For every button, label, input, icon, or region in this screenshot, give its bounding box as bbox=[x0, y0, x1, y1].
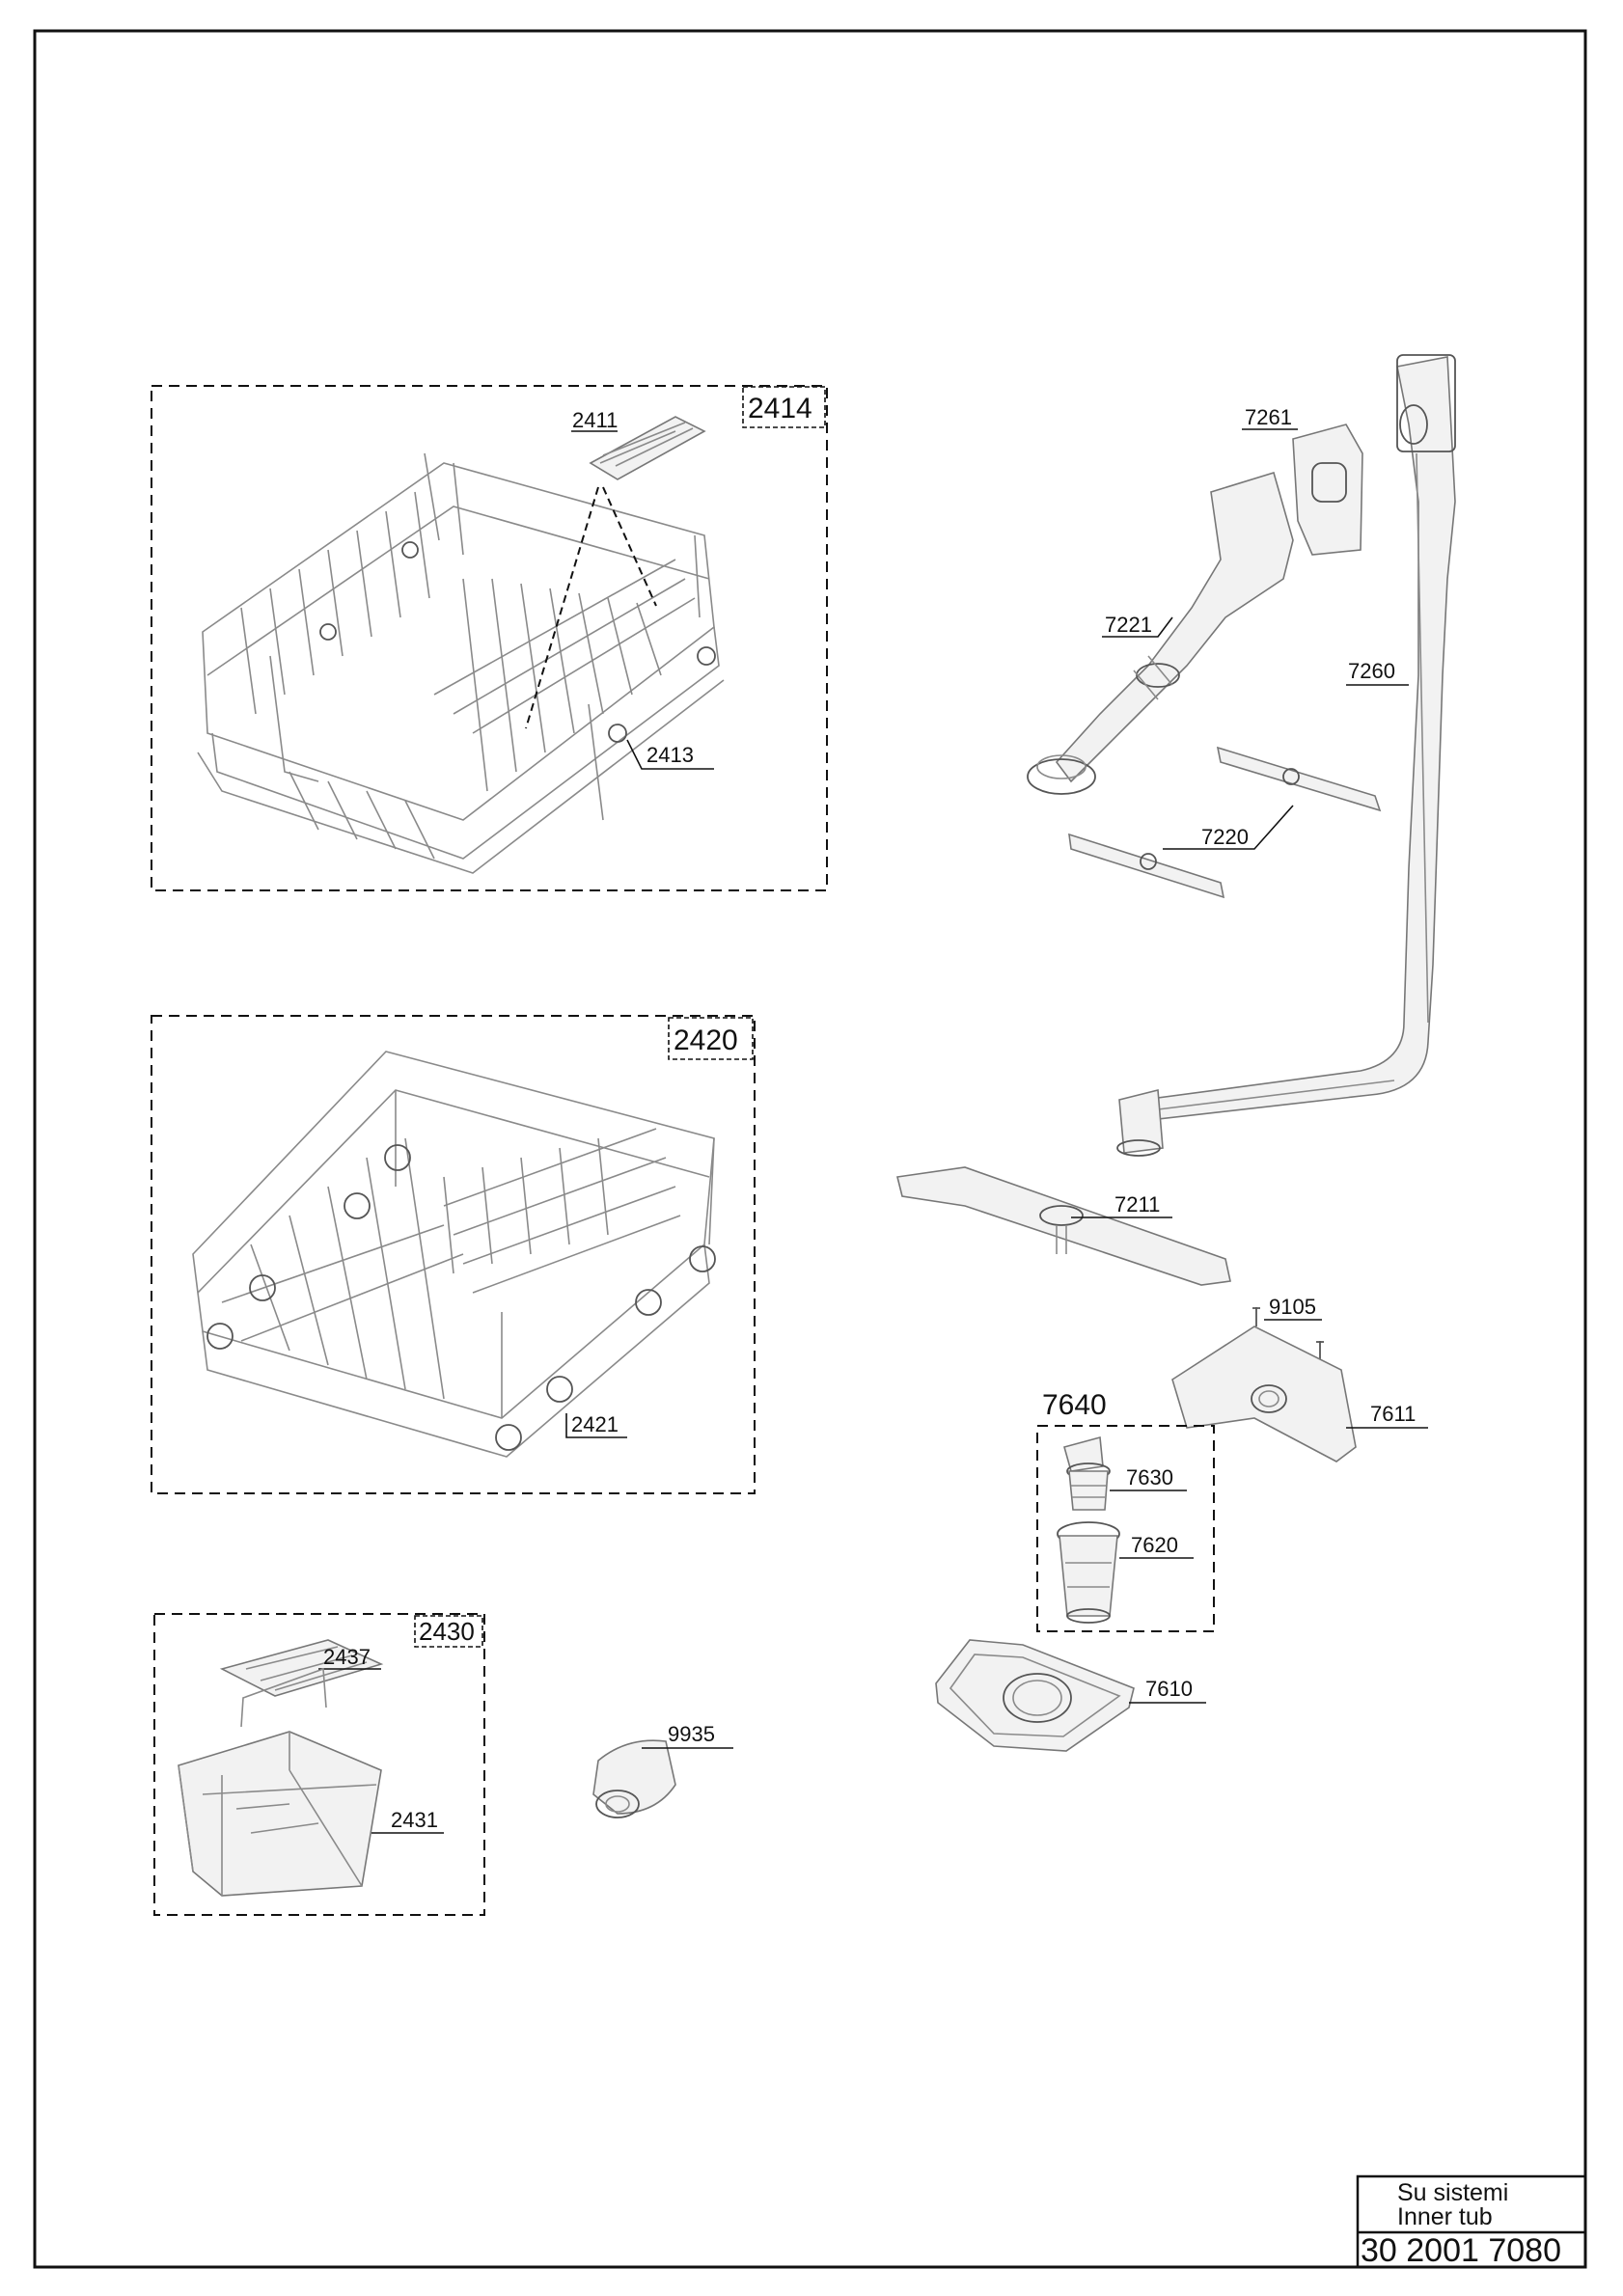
part-2431-drawing bbox=[178, 1667, 382, 1897]
part-2411-drawing bbox=[589, 416, 706, 480]
upper-basket-group-number: 2414 bbox=[748, 393, 812, 424]
cutlery-basket-group-frame bbox=[153, 1613, 485, 1916]
label-2411: 2411 bbox=[572, 408, 618, 432]
lower-basket-group-number: 2420 bbox=[674, 1025, 738, 1056]
part-7211-drawing bbox=[896, 1166, 1231, 1286]
leader-7221 bbox=[1102, 616, 1173, 638]
part-7261-drawing bbox=[1292, 424, 1363, 556]
label-7261: 7261 bbox=[1245, 405, 1292, 429]
title-line-2: Inner tub bbox=[1397, 2203, 1493, 2230]
part-7221-drawing bbox=[1027, 471, 1294, 795]
sheet-frame bbox=[33, 29, 1587, 2269]
label-2413: 2413 bbox=[646, 743, 694, 767]
part-2437-drawing bbox=[219, 1639, 384, 1697]
label-7610: 7610 bbox=[1145, 1677, 1193, 1701]
title-line-1: Su sistemi bbox=[1397, 2179, 1508, 2206]
cutlery-basket-group-number: 2430 bbox=[419, 1617, 475, 1646]
leader-7220 bbox=[1163, 805, 1294, 850]
part-9105-drawing bbox=[1252, 1307, 1324, 1360]
label-2437: 2437 bbox=[323, 1645, 371, 1669]
label-7620: 7620 bbox=[1131, 1533, 1178, 1557]
part-9935-drawing bbox=[592, 1739, 676, 1818]
label-7211: 7211 bbox=[1114, 1192, 1160, 1216]
part-7620-drawing bbox=[1057, 1521, 1120, 1624]
label-2421: 2421 bbox=[571, 1412, 619, 1436]
leader-2421 bbox=[565, 1413, 627, 1438]
label-7260: 7260 bbox=[1348, 659, 1395, 683]
part-7611-drawing bbox=[1171, 1326, 1357, 1462]
lower-basket-group-frame bbox=[151, 1015, 756, 1494]
cutlery-basket-group-label-box bbox=[414, 1615, 483, 1648]
filter-group-number: 7640 bbox=[1042, 1389, 1107, 1421]
lower-basket-group-label-box bbox=[668, 1017, 754, 1060]
part-7220-drawing bbox=[1068, 746, 1382, 899]
leader-2413 bbox=[626, 739, 714, 770]
part-7630-drawing bbox=[1063, 1435, 1111, 1511]
lower-basket-group: 2420 2421 bbox=[151, 1015, 756, 1494]
title-block-frame bbox=[1356, 2174, 1587, 2269]
upper-basket-group-frame bbox=[151, 385, 828, 891]
mount-lines-2411 bbox=[525, 486, 657, 729]
upper-basket-group: 2414 2411 bbox=[151, 385, 828, 891]
upper-basket-drawing bbox=[197, 452, 725, 874]
label-7611: 7611 bbox=[1370, 1402, 1416, 1426]
label-9935: 9935 bbox=[668, 1722, 715, 1746]
part-7610-drawing bbox=[935, 1639, 1135, 1752]
upper-basket-group-label-box bbox=[742, 386, 826, 428]
label-7221: 7221 bbox=[1105, 613, 1152, 637]
label-7630: 7630 bbox=[1126, 1465, 1173, 1490]
cutlery-basket-group: 2430 2437 2431 bbox=[153, 1613, 485, 1916]
label-9105: 9105 bbox=[1269, 1295, 1316, 1319]
lower-basket-drawing bbox=[192, 1051, 716, 1458]
part-7260-drawing bbox=[1116, 354, 1456, 1157]
filter-group-frame bbox=[1036, 1425, 1215, 1632]
filter-group: 7640 7630 7620 bbox=[1036, 1389, 1215, 1632]
title-block: Su sistemi Inner tub 30 2001 7080 bbox=[1356, 2174, 1587, 2269]
drawing-number: 30 2001 7080 bbox=[1361, 2232, 1561, 2269]
label-2431: 2431 bbox=[391, 1808, 438, 1832]
label-7220: 7220 bbox=[1201, 825, 1249, 849]
